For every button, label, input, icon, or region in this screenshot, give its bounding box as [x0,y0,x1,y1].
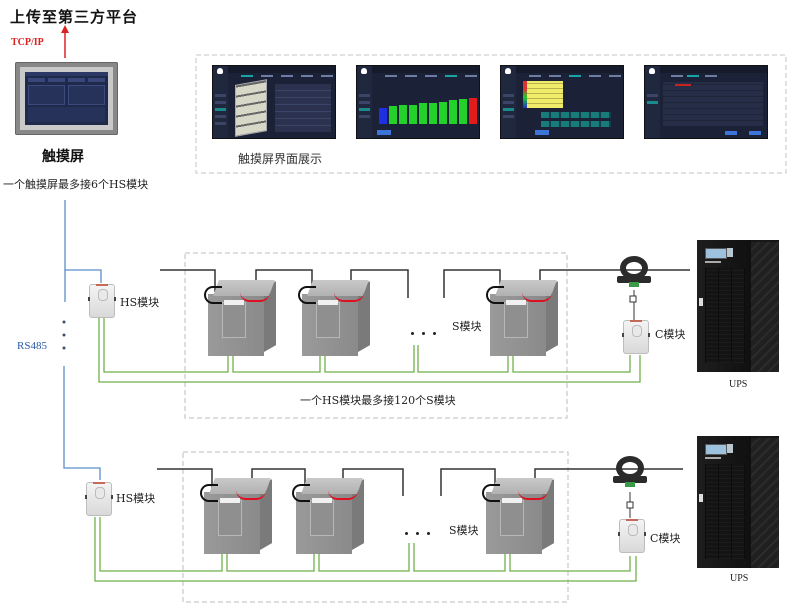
thumb-bar [419,103,427,124]
ups-label-2: UPS [730,573,749,584]
battery-1-1 [204,280,276,358]
thumb-bar [449,100,457,124]
upload-title: 上传至第三方平台 [10,8,139,26]
c-module-label-1: C模块 [655,328,686,341]
current-sensor-2 [613,456,647,490]
thumb-bar [469,98,477,124]
showcase-frame [195,54,787,174]
c-module-2 [618,519,646,553]
hs-capacity-note: 一个HS模块最多接120个S模块 [300,394,456,407]
s-module [310,498,334,536]
touchscreen-label: 触摸屏 [42,149,84,165]
touchscreen-note: 一个触摸屏最多接6个HS模块 [3,178,149,191]
comm-chain-1 [98,318,641,383]
screen-thumb-rack-overview [212,65,336,139]
ups-unit-2 [697,436,779,568]
s-module [316,300,340,338]
rs485-bus [63,200,102,480]
ct-wire-1 [629,290,637,320]
battery-group-frame-1 [184,252,568,419]
battery-1-3 [486,280,558,358]
s-module [500,498,524,536]
hs-module-label-2: HS模块 [116,492,156,505]
hs-module-label-1: HS模块 [120,296,160,309]
comm-chain-2 [94,517,637,582]
upload-arrow-head [61,25,69,33]
ups-label-1: UPS [729,379,748,390]
screen-thumb-alarm-list [644,65,768,139]
s-module [504,300,528,338]
thumb-bar [409,105,417,124]
s-module-label-2: S模块 [449,524,479,537]
battery-2-1 [200,478,272,556]
protocol-label: TCP/IP [11,37,44,48]
showcase-label: 触摸屏界面展示 [238,152,323,166]
thumb-bar [389,106,397,124]
s-module [218,498,242,536]
screen-thumb-voltage-chart [356,65,480,139]
battery-2-2 [292,478,364,556]
thumb-bar [379,108,387,124]
thumb-bar [459,99,467,124]
thumb-bar [439,102,447,124]
thumb-bar [429,103,437,124]
ellipsis-dots-1 [411,320,444,339]
ellipsis-dots-2 [405,520,438,539]
ct-wire-2 [626,492,634,518]
s-module-label-1: S模块 [452,320,482,333]
current-sensor-1 [617,256,651,290]
battery-group-frame-2 [182,451,569,603]
battery-1-2 [298,280,370,358]
hs-module-1 [88,284,116,318]
battery-2-3 [482,478,554,556]
thumb-bar [399,105,407,124]
screen-thumb-data-grid [500,65,624,139]
rs485-label: RS485 [17,340,47,352]
c-module-label-2: C模块 [650,532,681,545]
touchscreen-device [15,62,118,135]
rs485-continuation-dots [62,320,66,350]
s-module [222,300,246,338]
c-module-1 [622,320,650,354]
hs-module-2 [85,482,113,516]
ups-unit-1 [697,240,779,372]
touchscreen-display [25,72,108,125]
